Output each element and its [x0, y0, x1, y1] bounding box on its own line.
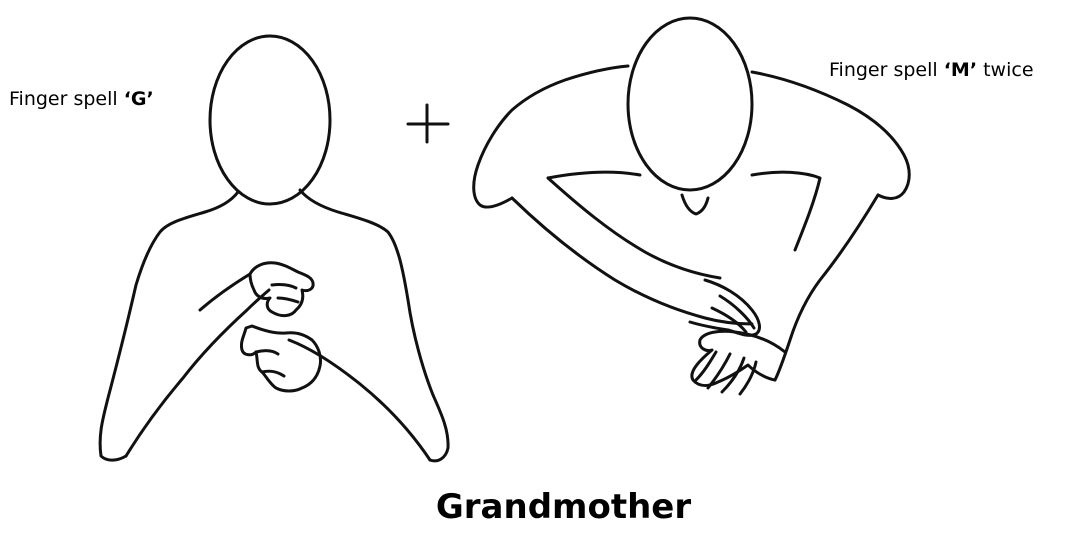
figure-left-neck-shoulders: [100, 192, 238, 460]
right-sign-caption: Finger spell ‘M’ twice: [829, 61, 1034, 80]
figure-left-right-shoulder: [300, 190, 448, 461]
figure-right-head: [628, 18, 752, 190]
figure-right-top-hand-fingers: [712, 296, 754, 332]
figure-right-arm-left-upper: [512, 198, 752, 324]
plus-sign: [408, 105, 448, 142]
figure-left-head: [210, 36, 330, 204]
left-caption-letter: ‘G’: [124, 88, 154, 110]
figure-right-chin: [682, 195, 708, 214]
figure-right-arm-right: [775, 195, 878, 380]
figure-right-bottom-hand: [692, 331, 785, 385]
figure-left-fist-bottom: [241, 326, 320, 391]
figure-right-outer-back-right: [752, 72, 909, 198]
figure-left-arm-left: [126, 290, 269, 456]
right-caption-suffix: twice: [977, 59, 1033, 81]
figure-left-arm-inner: [200, 274, 250, 310]
sign-title: Grandmother: [0, 490, 1087, 524]
figure-right-top-hand: [690, 280, 759, 335]
figure-right-arm-left-lower: [548, 178, 720, 278]
right-caption-prefix: Finger spell: [829, 59, 944, 81]
left-caption-prefix: Finger spell: [9, 88, 124, 110]
figure-left-arm-right: [289, 340, 430, 460]
figure-right-bottom-hand-fingers: [696, 352, 756, 394]
figure-left-fist-top: [250, 263, 313, 316]
figure-left-fist-top-fingers: [272, 284, 298, 302]
figure-right-outer-back-left: [474, 66, 628, 207]
left-sign-caption: Finger spell ‘G’: [9, 90, 154, 109]
right-caption-letter: ‘M’: [944, 59, 977, 81]
